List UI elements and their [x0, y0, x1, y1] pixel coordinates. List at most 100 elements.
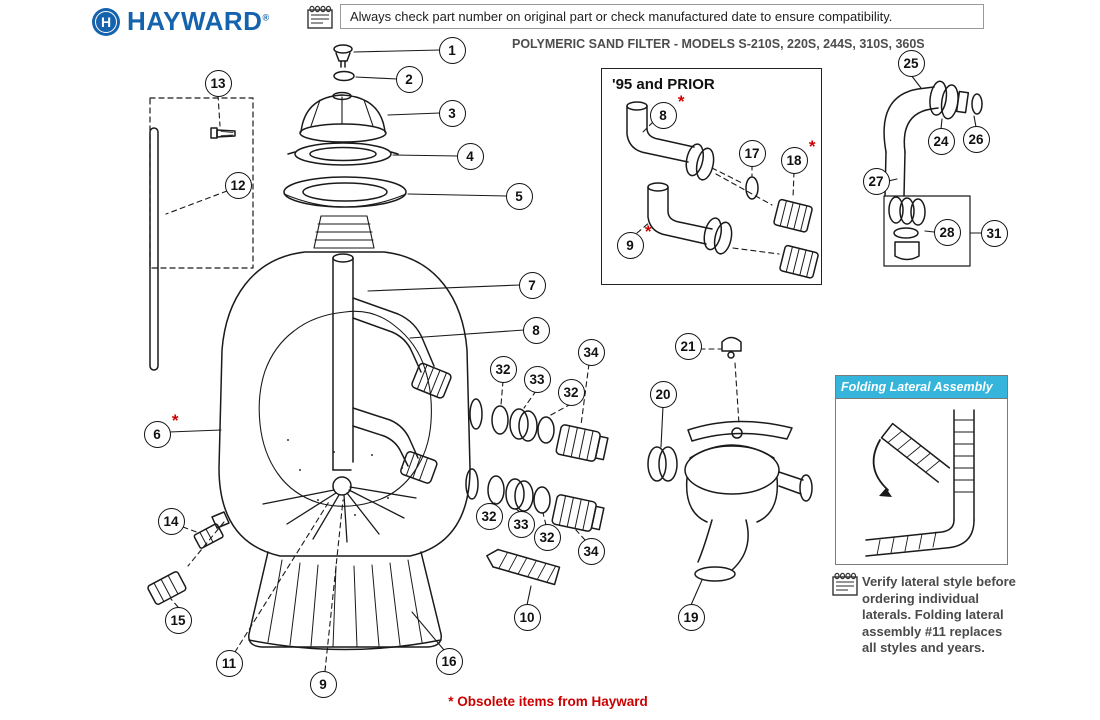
- hayward-h-letter: H: [95, 10, 117, 33]
- callout-14: 14: [157, 507, 185, 535]
- callout-5: 5: [505, 182, 533, 210]
- callout-number: 25: [903, 55, 919, 71]
- callout-number: 1: [448, 42, 456, 58]
- hayward-h-circle-icon: H: [92, 7, 120, 36]
- callout-number: 5: [515, 188, 523, 204]
- prior-fitting-18b-drawing: [779, 244, 819, 279]
- callout-9: 9*: [616, 222, 652, 259]
- callout-18: 18 *: [780, 137, 816, 174]
- callout-number: 17: [744, 145, 760, 161]
- callout-number: 20: [655, 386, 671, 402]
- diagram-title: POLYMERIC SAND FILTER - MODELS S-210S, 2…: [512, 37, 925, 51]
- callout-34: 34: [577, 338, 605, 366]
- callout-number: 13: [210, 75, 226, 91]
- hayward-logo: H HAYWARD®: [92, 6, 270, 37]
- callout-number: 11: [221, 655, 237, 671]
- 95-and-prior-title: '95 and PRIOR: [612, 76, 715, 93]
- callout-number: 9: [319, 676, 327, 692]
- callout-33: 33: [523, 365, 551, 393]
- prior-o-ring-17-drawing: [745, 176, 759, 200]
- obsolete-asterisk: *: [808, 136, 816, 156]
- callout-21: 21: [674, 332, 702, 360]
- callout-31: 31: [980, 219, 1008, 247]
- callout-number: 3: [448, 105, 456, 121]
- prior-fitting-18a-drawing: [773, 198, 813, 233]
- air-relief-1-drawing: [333, 44, 353, 68]
- callout-32: 32: [557, 378, 585, 406]
- obsolete-asterisk: *: [677, 91, 685, 111]
- callout-12: 12: [224, 171, 252, 199]
- obsolete-asterisk: *: [644, 221, 652, 241]
- callout-2: 2: [395, 65, 423, 93]
- callout-number: 28: [939, 224, 955, 240]
- callout-27: 27: [862, 167, 890, 195]
- callout-number: 27: [868, 173, 884, 189]
- callout-number: 18: [786, 152, 802, 168]
- callout-number: 26: [968, 131, 984, 147]
- callout-number: 34: [583, 344, 599, 360]
- clamp-ring-4-drawing: [287, 142, 399, 166]
- obsolete-asterisk: *: [171, 410, 179, 430]
- callout-number: 9: [626, 237, 634, 253]
- callout-25: 25: [897, 49, 925, 77]
- callout-8: 8*: [649, 92, 685, 129]
- callout-8: 8: [522, 316, 550, 344]
- callout-4: 4: [456, 142, 484, 170]
- drain-plug-14-drawing: [193, 523, 224, 549]
- folding-lateral-art: [865, 409, 975, 557]
- handle-pin-21-drawing: [721, 336, 742, 359]
- callout-32: 32: [489, 355, 517, 383]
- multiport-valve-drawing: [647, 420, 813, 582]
- bulkhead-fittings-upper-drawing: [491, 405, 609, 462]
- callout-number: 34: [583, 543, 599, 559]
- brand-wordmark: HAYWARD®: [127, 6, 270, 37]
- filter-base-drawing: [248, 551, 442, 651]
- callout-number: 31: [986, 225, 1002, 241]
- lateral-style-note: Verify lateral style before ordering ind…: [862, 574, 1016, 655]
- folding-lateral-inset: Folding Lateral Assembly: [835, 375, 1008, 565]
- callout-34: 34: [577, 537, 605, 565]
- callout-10: 10: [513, 603, 541, 631]
- registered-trademark: ®: [262, 12, 270, 23]
- notepad-icon: [832, 572, 858, 596]
- callout-number: 19: [683, 609, 699, 625]
- callout-6: 6*: [143, 411, 179, 448]
- compatibility-notice-group: Always check part number on original par…: [306, 4, 984, 30]
- callout-number: 14: [163, 513, 179, 529]
- callout-number: 6: [153, 426, 161, 442]
- callout-32: 32: [533, 523, 561, 551]
- callout-32: 32: [475, 502, 503, 530]
- o-ring-2-drawing: [333, 70, 355, 82]
- drain-boss-drawing: [211, 511, 230, 529]
- callout-number: 7: [528, 277, 536, 293]
- folding-lateral-title: Folding Lateral Assembly: [841, 380, 993, 394]
- tank-flange-5-drawing: [283, 176, 407, 208]
- callout-number: 4: [466, 148, 474, 164]
- callout-number: 32: [495, 361, 511, 377]
- callout-16: 16: [435, 647, 463, 675]
- lateral-assembly-drawing: [262, 469, 417, 543]
- tank-neck-drawing: [313, 215, 375, 249]
- leader-lines-solid: [168, 49, 982, 651]
- callout-33: 33: [507, 510, 535, 538]
- drain-cap-15-drawing: [147, 571, 187, 605]
- callout-number: 15: [170, 612, 186, 628]
- callout-number: 33: [529, 371, 545, 387]
- callout-number: 32: [539, 529, 555, 545]
- screw-13-drawing: [210, 127, 236, 139]
- callout-number: 10: [519, 609, 535, 625]
- callout-15: 15: [164, 606, 192, 634]
- callout-7: 7: [518, 271, 546, 299]
- leader-lines-dashed: [165, 94, 795, 672]
- obsolete-items-note: * Obsolete items from Hayward: [448, 694, 648, 709]
- callout-3: 3: [438, 99, 466, 127]
- union-28-drawing: [883, 195, 971, 267]
- callout-17: 17: [738, 139, 766, 167]
- callout-number: 16: [441, 653, 457, 669]
- callout-number: 24: [933, 133, 949, 149]
- callout-28: 28: [933, 218, 961, 246]
- callout-number: 32: [563, 384, 579, 400]
- lateral-tube-10-drawing: [486, 548, 561, 586]
